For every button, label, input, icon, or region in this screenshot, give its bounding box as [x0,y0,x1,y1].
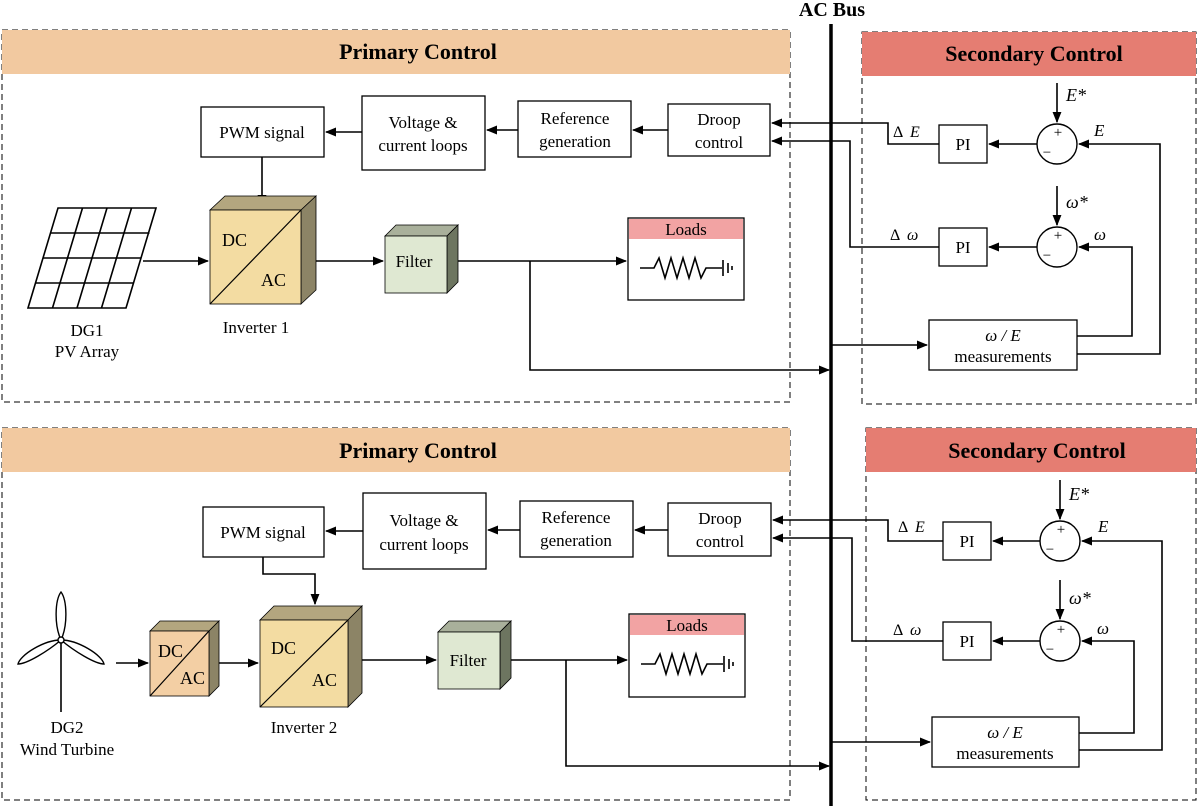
loads-2-block: Loads [628,613,746,698]
inverter-2-dc-label: DC [271,638,296,658]
primary-control-region-1 [1,29,791,403]
delta-w-sym-2: Δ [893,622,903,639]
pwm-signal-box-1 [200,106,325,158]
vc-label-line1-1: Voltage & [388,113,457,132]
pi-w-label-2: PI [959,632,974,651]
dg1-label: DG1 [70,321,103,340]
inverter-1-ac-label: AC [261,270,286,290]
wind-turbine-label: Wind Turbine [20,740,114,759]
pv-array-icon [26,207,158,309]
w-star-label-1: ω* [1066,192,1088,212]
inverter-1-block: DC AC [208,195,318,305]
delta-e-label-1: E [909,124,920,141]
primary-control-header-1 [2,30,790,74]
droop-label-line2-2: control [696,532,744,551]
sum-plus-e-2: + [1057,522,1065,538]
filter-1-block: Filter [384,224,459,294]
sum-minus-w-1: − [1043,248,1051,264]
secondary-control-title-1: Secondary Control [945,41,1122,66]
sum-plus-e-1: + [1054,125,1062,141]
ref-label-line1-2: Reference [542,508,611,527]
pwm-signal-box-2 [202,506,325,558]
pi-box-e-2 [942,521,992,561]
sum-minus-e-2: − [1046,542,1054,558]
sum-plus-w-2: + [1057,622,1065,638]
pi-e-label-2: PI [959,532,974,551]
primary-control-title-1: Primary Control [339,39,497,64]
delta-e-label-2: E [914,519,925,536]
section-dg1: Primary Control Secondary Control PWM si… [1,29,1197,405]
delta-e-sym-1: Δ [893,124,903,141]
feedback-w-label-2: ω [1097,619,1109,638]
inverter-2-block: DC AC [259,605,363,708]
measurements-symbol-2: ω / E [987,723,1023,742]
secondary-control-header-1 [862,32,1196,76]
pi-box-w-2 [942,621,992,661]
sum-minus-w-2: − [1046,642,1054,658]
feedback-e-label-2: E [1097,517,1109,536]
droop-control-box-1 [667,103,771,157]
delta-w-label-2: ω [910,622,921,639]
pi-w-label-1: PI [955,238,970,257]
primary-control-header-2 [2,428,790,472]
delta-e-sym-2: Δ [898,519,908,536]
pwm-signal-label-1: PWM signal [219,123,305,142]
delta-w-sym-1: Δ [890,227,900,244]
pwm-signal-label-2: PWM signal [220,523,306,542]
ref-label-line1-1: Reference [541,109,610,128]
measurements-label-2: measurements [956,744,1053,763]
measurements-box-1 [928,319,1078,371]
ref-label-line2-2: generation [540,531,612,550]
secondary-control-title-2: Secondary Control [948,438,1125,463]
voltage-current-loops-box-1 [361,95,486,171]
droop-label-line1-1: Droop [697,110,740,129]
sum-minus-e-1: − [1043,145,1051,161]
inverter-2-label: Inverter 2 [271,718,338,737]
loads-1-label: Loads [665,220,707,239]
inverter-1-label: Inverter 1 [223,318,290,337]
section-dg2: Primary Control Secondary Control PWM si… [1,427,1197,801]
secondary-control-header-2 [866,428,1196,472]
measurements-box-2 [931,716,1080,768]
vc-label-line2-2: current loops [379,535,468,554]
reference-generation-box-2 [519,500,634,558]
measurements-symbol-1: ω / E [985,326,1021,345]
filter-1-label: Filter [396,252,433,271]
delta-w-label-1: ω [907,227,918,244]
inverter-1-dc-label: DC [222,230,247,250]
reference-generation-box-1 [517,100,632,158]
droop-label-line2-1: control [695,133,743,152]
primary-control-title-2: Primary Control [339,438,497,463]
dg2-label: DG2 [50,718,83,737]
e-star-label-1: E* [1065,85,1086,105]
e-star-label-2: E* [1068,484,1089,504]
vc-label-line1-2: Voltage & [389,511,458,530]
voltage-current-loops-box-2 [362,492,487,570]
sum-plus-w-1: + [1054,228,1062,244]
vc-label-line2-1: current loops [378,136,467,155]
measurements-label-1: measurements [954,347,1051,366]
droop-label-line1-2: Droop [698,509,741,528]
pi-e-label-1: PI [955,135,970,154]
inverter-2-ac-label: AC [312,670,337,690]
filter-2-label: Filter [450,651,487,670]
pv-array-label: PV Array [55,342,120,361]
converter-ac-label: AC [180,668,205,688]
dc-ac-converter-block: DC AC [149,620,220,697]
pi-box-w-1 [938,227,988,267]
feedback-w-label-1: ω [1094,225,1106,244]
loads-2-label: Loads [666,616,708,635]
w-star-label-2: ω* [1069,588,1091,608]
ref-label-line2-1: generation [539,132,611,151]
loads-1-block: Loads [627,217,745,301]
feedback-e-label-1: E [1093,121,1105,140]
ac-bus-label: AC Bus [799,0,865,21]
secondary-control-region-1 [861,31,1197,405]
filter-2-block: Filter [437,620,512,690]
converter-dc-label: DC [158,641,183,661]
wind-turbine-icon [17,590,105,712]
